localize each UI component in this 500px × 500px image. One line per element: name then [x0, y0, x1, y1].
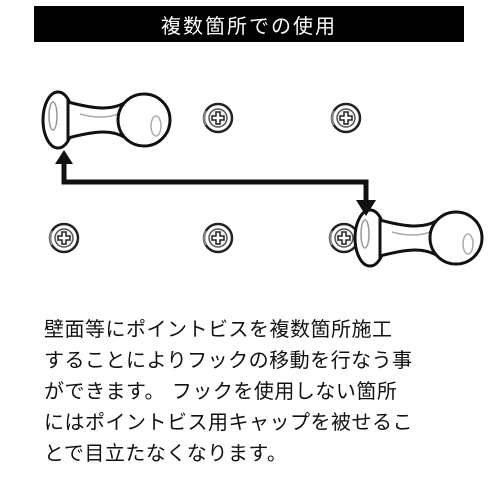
description-line: とで目立たなくなります。: [44, 441, 288, 465]
hook-relocation-diagram: [41, 90, 484, 268]
screw-head-icon: [202, 102, 234, 134]
section-title: 複数箇所での使用: [161, 13, 337, 38]
section-header: 複数箇所での使用: [34, 6, 464, 42]
description-line: することによりフックの移動を行なう事: [44, 348, 413, 372]
description-line: にはポイントビス用キャップを被せるこ: [44, 410, 413, 434]
screw-head-icon: [330, 102, 362, 134]
screw-head-icon: [202, 222, 234, 254]
screw-head-icon: [48, 222, 80, 254]
description-line: ができます。 フックを使用しない箇所: [44, 379, 398, 403]
hook-icon: [353, 208, 484, 268]
move-arrow-icon: [55, 150, 376, 216]
description-line: 壁面等にポイントビスを複数箇所施工: [44, 317, 393, 341]
hook-icon: [41, 90, 172, 150]
description-text: 壁面等にポイントビスを複数箇所施工 することによりフックの移動を行なう事 ができ…: [44, 314, 484, 469]
